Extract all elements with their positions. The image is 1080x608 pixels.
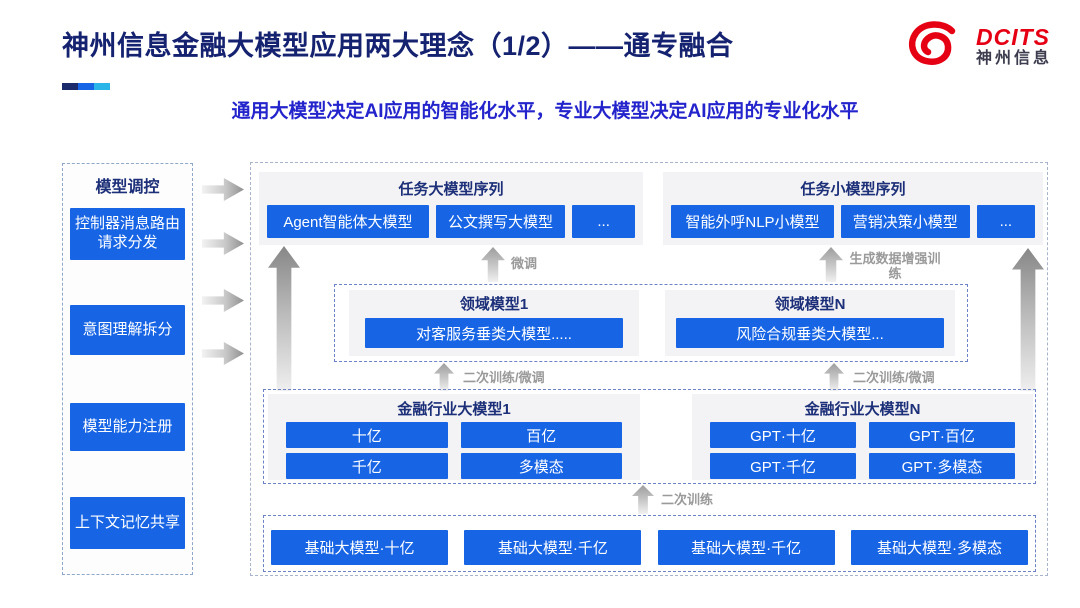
slide-subtitle: 通用大模型决定AI应用的智能化水平，专业大模型决定AI应用的专业化水平	[231, 101, 859, 122]
right-arrow-icon	[202, 289, 244, 312]
model-control-sidebar: 模型调控 控制器消息路由请求分发 意图理解拆分 模型能力注册 上下文记忆共享	[62, 163, 193, 575]
industry-model-n-panel: 金融行业大模型N GPT·十亿 GPT·百亿 GPT·千亿 GPT·多模态	[692, 394, 1033, 480]
sidebar-item-router: 控制器消息路由请求分发	[70, 208, 185, 260]
industry-model-1-panel: 金融行业大模型1 十亿 百亿 千亿 多模态	[268, 394, 640, 480]
model-box-document-writing: 公文撰写大模型	[435, 205, 566, 238]
right-arrow-icon	[202, 178, 244, 201]
logo-swirl-icon	[908, 21, 956, 65]
retrain-label: 二次训练	[661, 492, 714, 507]
model-box-marketing-decision: 营销决策小模型	[840, 205, 970, 238]
up-arrow-retrain-icon	[434, 363, 454, 391]
domain-models-group: 领域模型1 对客服务垂类大模型..... 领域模型N 风险合规垂类大模型...	[334, 284, 968, 362]
model-box-base-100b: 基础大模型·千亿	[464, 529, 642, 565]
logo-brand-en: DCITS	[975, 23, 1050, 50]
model-box-base-100b: 基础大模型·千亿	[657, 529, 835, 565]
task-large-model-panel: 任务大模型序列 Agent智能体大模型 公文撰写大模型 ...	[259, 172, 643, 245]
task-small-model-panel: 任务小模型序列 智能外呼NLP小模型 营销决策小模型 ...	[663, 172, 1043, 245]
up-arrow-tall-icon	[268, 246, 300, 391]
model-box-10b: 百亿	[460, 422, 622, 448]
up-arrow-finetune-icon	[481, 247, 505, 282]
right-arrow-icon	[202, 342, 244, 365]
model-box-risk-compliance: 风险合规垂类大模型...	[676, 318, 944, 348]
finetune-label: 微调	[511, 256, 538, 271]
gendata-train-label: 生成数据增强训练	[849, 251, 941, 282]
industry-model-1-title: 金融行业大模型1	[397, 401, 511, 418]
accent-segment-cyan	[94, 83, 110, 90]
model-box-gpt-1b: GPT·十亿	[710, 422, 856, 448]
domain-model-1-panel: 领域模型1 对客服务垂类大模型.....	[349, 290, 639, 356]
right-arrow-icon	[202, 232, 244, 255]
sidebar-item-registry: 模型能力注册	[70, 403, 185, 451]
up-arrow-gendata-icon	[819, 247, 843, 282]
up-arrow-retrain-icon	[824, 363, 844, 391]
base-models-group: 基础大模型·十亿 基础大模型·千亿 基础大模型·千亿 基础大模型·多模态	[263, 515, 1036, 572]
model-box-base-1b: 基础大模型·十亿	[271, 529, 448, 565]
model-architecture-container: 任务大模型序列 Agent智能体大模型 公文撰写大模型 ... 任务小模型序列 …	[250, 162, 1048, 576]
up-arrow-retrain-icon	[632, 485, 654, 514]
logo-brand-cn: 神州信息	[975, 49, 1052, 67]
model-box-customer-service: 对客服务垂类大模型.....	[365, 318, 623, 348]
model-box-gpt-multimodal: GPT·多模态	[869, 453, 1015, 479]
model-box-base-multimodal: 基础大模型·多模态	[850, 529, 1028, 565]
model-box-multimodal: 多模态	[460, 453, 622, 479]
domain-model-n-panel: 领域模型N 风险合规垂类大模型...	[665, 290, 955, 356]
accent-segment-blue	[78, 83, 94, 90]
industry-models-group: 金融行业大模型1 十亿 百亿 千亿 多模态 金融行业大模型N GPT·十亿 GP…	[263, 389, 1036, 484]
retrain-finetune-label-right: 二次训练/微调	[853, 370, 935, 385]
domain-model-n-title: 领域模型N	[774, 296, 846, 313]
sidebar-item-intent: 意图理解拆分	[70, 305, 185, 355]
sidebar-item-context: 上下文记忆共享	[70, 497, 185, 549]
page-title: 神州信息金融大模型应用两大理念（1/2）——通专融合	[62, 31, 734, 61]
retrain-finetune-label-left: 二次训练/微调	[463, 370, 545, 385]
company-logo: DCITS 神州信息	[904, 20, 1052, 72]
model-box-gpt-10b: GPT·百亿	[869, 422, 1015, 448]
task-large-panel-title: 任务大模型序列	[398, 181, 504, 198]
model-box-100b: 千亿	[286, 453, 448, 479]
model-box-ellipsis: ...	[572, 205, 635, 238]
model-box-agent: Agent智能体大模型	[267, 205, 429, 238]
model-box-ellipsis: ...	[976, 205, 1035, 238]
model-box-outbound-nlp: 智能外呼NLP小模型	[671, 205, 834, 238]
up-arrow-tall-icon	[1012, 248, 1044, 391]
model-box-1b: 十亿	[286, 422, 448, 448]
sidebar-title: 模型调控	[95, 179, 160, 196]
task-small-panel-title: 任务小模型序列	[800, 181, 906, 198]
title-accent-bar	[62, 83, 110, 90]
domain-model-1-title: 领域模型1	[459, 296, 529, 313]
industry-model-n-title: 金融行业大模型N	[804, 401, 921, 418]
accent-segment-navy	[62, 83, 78, 90]
model-box-gpt-100b: GPT·千亿	[710, 453, 856, 479]
